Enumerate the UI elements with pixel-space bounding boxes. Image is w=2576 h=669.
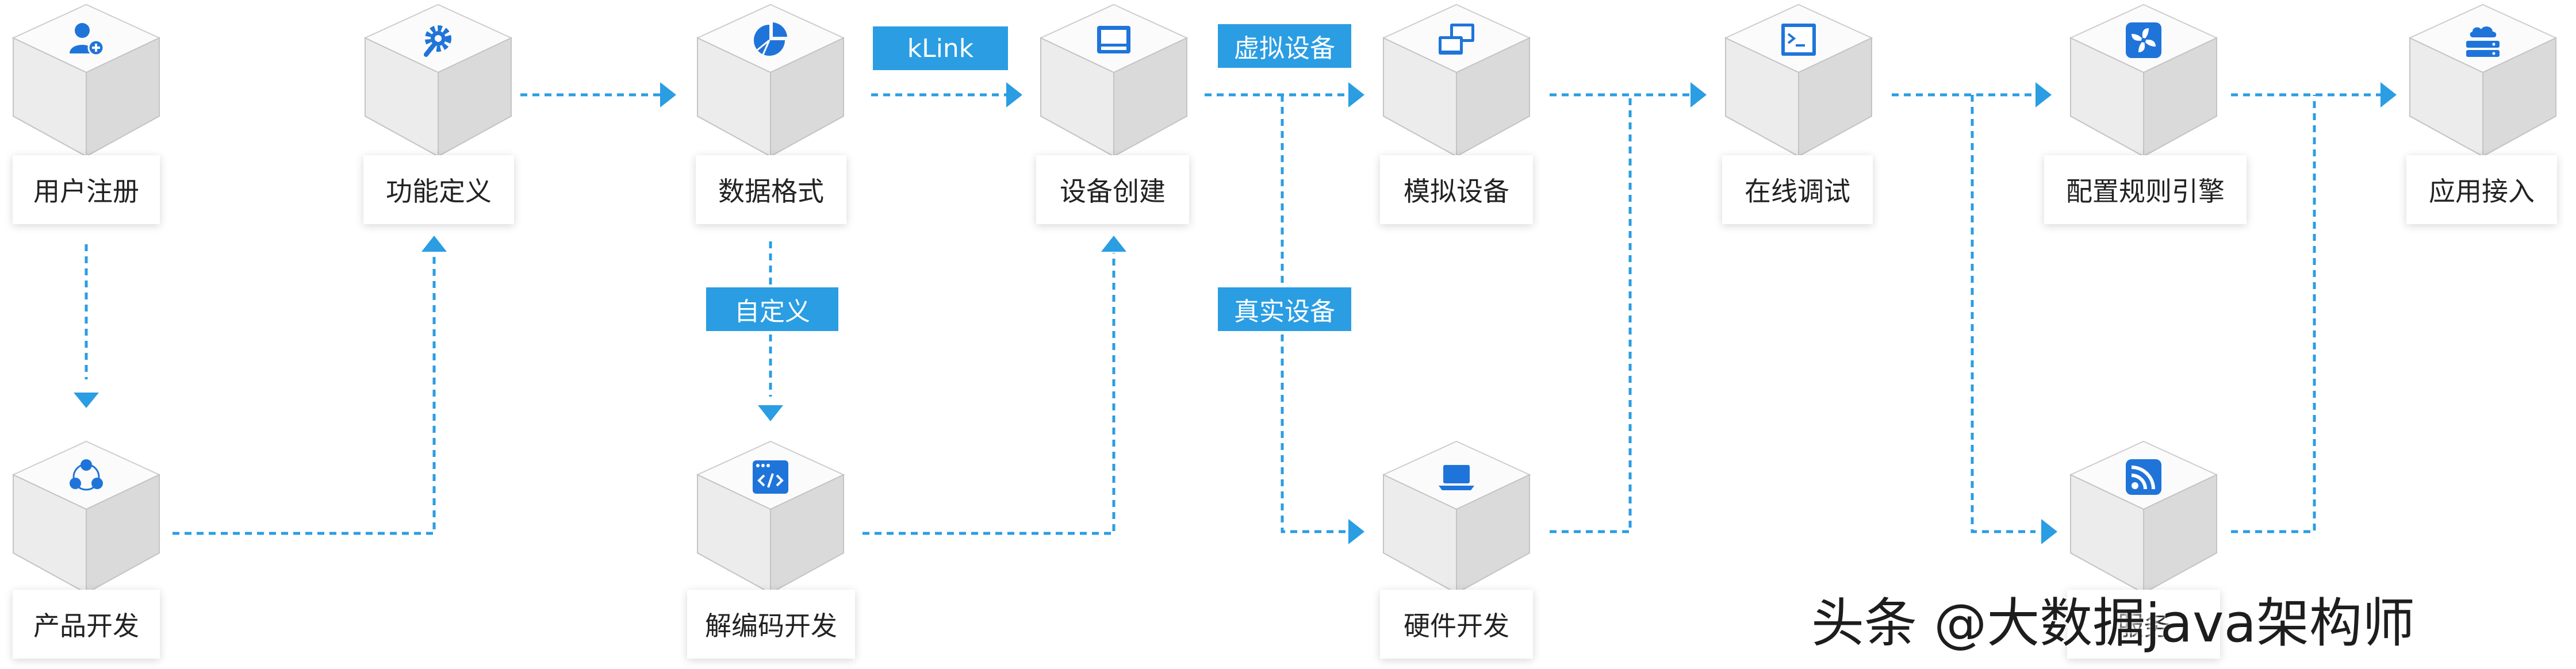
node-codec-dev (693, 437, 848, 598)
label-product-dev: 产品开发 (13, 590, 160, 659)
label-device-create: 设备创建 (1036, 155, 1189, 224)
arrow-right-data (660, 82, 676, 107)
connector-product-to-func (172, 253, 436, 535)
label-user-register: 用户注册 (13, 155, 160, 224)
user-add-icon (66, 20, 106, 60)
watermark: 头条 @大数据java架构师 (1811, 593, 2416, 654)
label-hardware-dev: 硬件开发 (1380, 590, 1533, 659)
label-data-format: 数据格式 (696, 155, 846, 224)
connector-device-to-hardware (1281, 95, 1348, 533)
node-online-debug (1721, 0, 1876, 161)
pie-chart-icon (750, 20, 791, 60)
dual-monitor-icon (1436, 20, 1477, 60)
connector-service-to-app (2231, 95, 2316, 533)
label-rule-engine: 配置规则引擎 (2044, 155, 2247, 224)
arrow-down-codec (758, 405, 783, 421)
connector-hardware-to-debug (1550, 95, 1632, 533)
node-virtual-device (1379, 0, 1534, 161)
arrow-right-debug (1690, 82, 1707, 107)
label-codec-dev: 解编码开发 (687, 590, 855, 659)
cluster-icon (66, 457, 106, 497)
fan-icon (2123, 20, 2164, 60)
arrow-right-hardware (1348, 519, 1364, 544)
node-app-access (2405, 0, 2560, 161)
cloud-server-icon (2463, 20, 2503, 60)
rss-icon (2123, 457, 2164, 497)
tag-virtual-device: 虚拟设备 (1218, 24, 1351, 68)
code-window-icon (750, 457, 791, 497)
arrow-up-device (1101, 236, 1126, 252)
arrow-right-service (2041, 519, 2057, 544)
label-virtual-device: 模拟设备 (1380, 155, 1533, 224)
node-service (2066, 437, 2221, 598)
node-rule-engine (2066, 0, 2221, 161)
arrow-down-register (74, 393, 99, 408)
node-data-format (693, 0, 848, 161)
arrow-right-virtual (1348, 82, 1364, 107)
terminal-icon (1778, 20, 1819, 60)
arrow-up-func (421, 236, 447, 252)
laptop-icon (1436, 457, 1477, 497)
arrow-right-rule (2035, 82, 2052, 107)
connector-codec-to-device (862, 253, 1116, 535)
node-device-create (1036, 0, 1191, 161)
tag-real-device: 真实设备 (1218, 287, 1351, 331)
node-product-dev (9, 437, 164, 598)
tag-custom: 自定义 (706, 287, 838, 331)
label-func-define: 功能定义 (363, 155, 514, 224)
label-service: 服务 (2067, 590, 2220, 659)
node-func-define (361, 0, 516, 161)
gear-icon (418, 20, 458, 60)
arrow-right-app (2380, 82, 2397, 107)
connector-debug-to-service (1971, 95, 2035, 533)
node-user-register (9, 0, 164, 161)
arrow-right-device (1006, 82, 1022, 107)
tag-klink: kLink (873, 26, 1008, 70)
device-box-icon (1094, 20, 1134, 60)
node-hardware-dev (1379, 437, 1534, 598)
label-online-debug: 在线调试 (1722, 155, 1873, 224)
label-app-access: 应用接入 (2406, 155, 2557, 224)
